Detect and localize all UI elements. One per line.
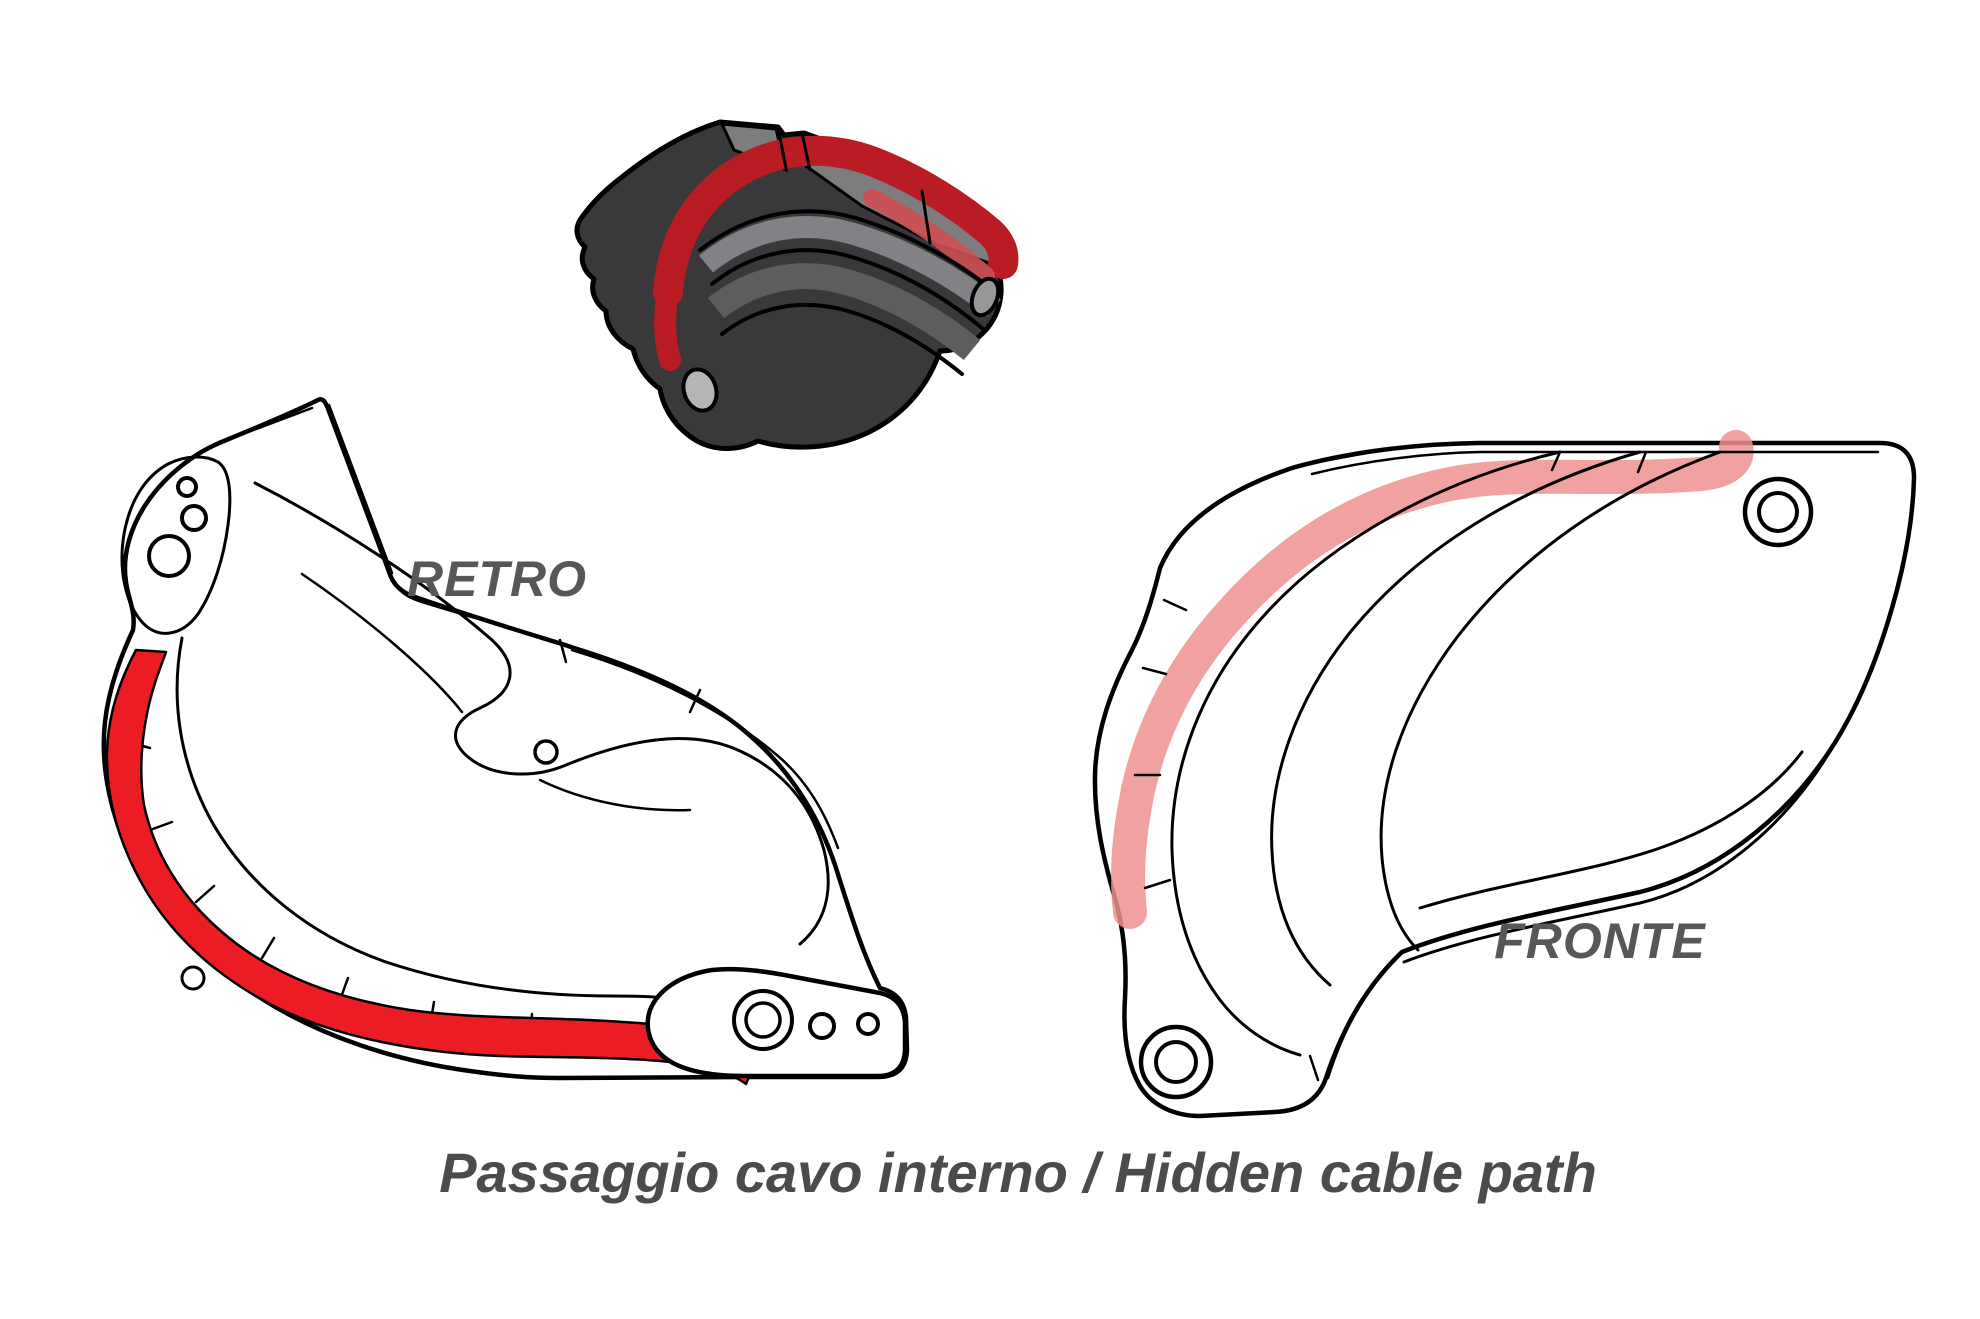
retro-rail-tick-4 xyxy=(260,936,276,960)
retro-kidney-inner-contour-a xyxy=(300,572,464,714)
retro-cable-path xyxy=(105,648,766,1086)
iso-roof-split-2 xyxy=(800,131,812,172)
fronte-tick-6 xyxy=(1143,878,1172,890)
fronte-label: FRONTE xyxy=(1494,913,1706,969)
retro-plate-boss-inner xyxy=(744,1001,782,1039)
retro-rail-tick-3 xyxy=(194,884,216,904)
fronte-bolt-hole-top-inner xyxy=(1757,491,1799,533)
fronte-tick-2 xyxy=(1636,450,1648,474)
iso-contour-line-1 xyxy=(698,209,1002,298)
retro-kidney-outer-contour xyxy=(253,481,830,946)
fronte-fan-contour-2 xyxy=(1270,450,1642,987)
fronte-tick-1 xyxy=(1550,450,1562,472)
iso-mount-hole-left xyxy=(681,367,719,413)
iso-cable-path xyxy=(653,135,1019,307)
retro-kidney-inner-contour-b xyxy=(538,778,692,812)
retro-edge-parallel-diag2 xyxy=(570,648,840,850)
iso-mount-hole-right xyxy=(969,276,1001,318)
retro-label: RETRO xyxy=(407,551,587,607)
iso-cable-path-highlight xyxy=(863,189,995,285)
retro-view-figure: RETRO xyxy=(101,397,910,1086)
fronte-bolt-hole-bottom-outer xyxy=(1138,1024,1214,1100)
retro-plate-boss-outer xyxy=(732,989,794,1051)
iso-band-mid xyxy=(707,263,981,361)
fronte-view-figure: FRONTE xyxy=(1092,430,1917,1119)
retro-bolt-plate xyxy=(645,966,908,1079)
fronte-fan-contour-1 xyxy=(1170,450,1562,1057)
retro-rail-tick-2 xyxy=(148,820,174,832)
iso-band-light xyxy=(699,216,1001,317)
retro-plate-hole-2 xyxy=(856,1012,880,1036)
retro-tab-hole-large xyxy=(147,534,191,578)
retro-tab-hole-small-1 xyxy=(176,476,198,498)
fronte-tick-4 xyxy=(1141,666,1168,676)
fronte-tick-3 xyxy=(1162,598,1188,612)
iso-roof-split-3 xyxy=(920,189,932,245)
fronte-fan-contour-3 xyxy=(1379,450,1722,952)
retro-rail-hole xyxy=(180,965,206,991)
fronte-basin-contour xyxy=(1418,750,1804,910)
retro-plate-hole-1 xyxy=(808,1012,836,1040)
retro-band-tick-2 xyxy=(688,688,702,714)
fronte-tick-7 xyxy=(1308,1054,1320,1082)
fronte-bevel-line xyxy=(1294,450,1374,468)
retro-tab-hole-small-2 xyxy=(180,504,208,532)
fronte-edge-parallel-top xyxy=(1310,450,1880,476)
retro-edge-parallel-top xyxy=(218,406,314,445)
iso-cable-path-tail xyxy=(654,281,681,371)
iso-contour-line-2 xyxy=(710,248,984,330)
retro-edge-parallel-steep xyxy=(327,403,394,575)
retro-edge-parallel-diag1 xyxy=(397,587,562,646)
retro-lower-arc xyxy=(175,636,778,1024)
iso-contour-line-3 xyxy=(720,302,964,376)
fronte-bolt-hole-top-outer xyxy=(1742,476,1814,548)
fronte-edge-parallel-beak xyxy=(1326,956,1398,1080)
retro-band-tick-1 xyxy=(558,638,568,664)
retro-pivot-hole xyxy=(533,739,559,765)
retro-body-silhouette xyxy=(101,397,910,1081)
iso-view-figure xyxy=(574,119,1019,451)
fronte-bolt-hole-bottom-inner xyxy=(1154,1040,1198,1084)
caption-text: Passaggio cavo interno / Hidden cable pa… xyxy=(439,1141,1597,1204)
retro-mount-tab-outline xyxy=(120,455,232,635)
fronte-edge-parallel-sweep xyxy=(1402,732,1842,964)
iso-roof-split-1 xyxy=(776,126,788,170)
